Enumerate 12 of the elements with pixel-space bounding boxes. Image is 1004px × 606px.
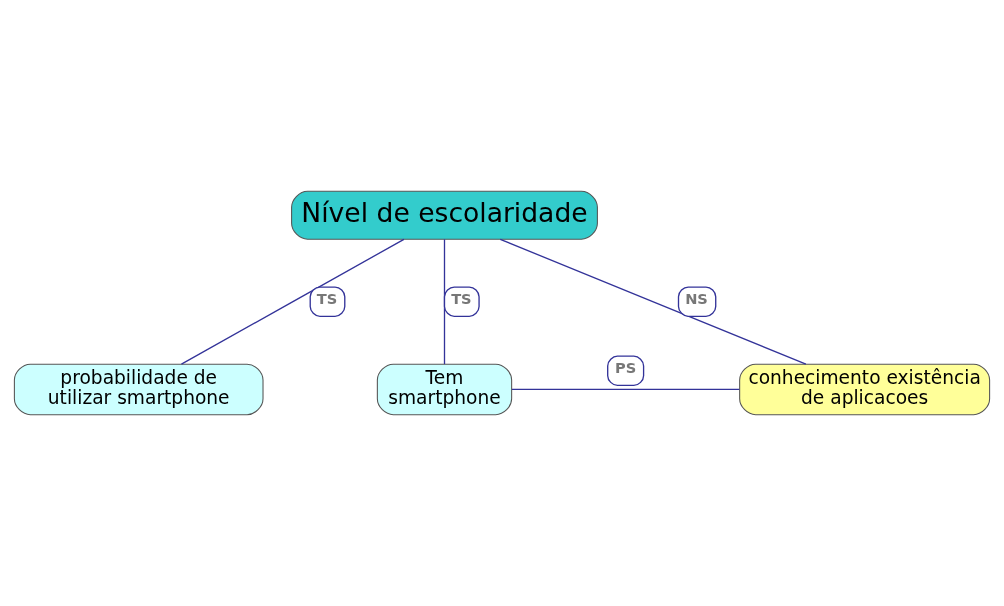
edge-label: TS <box>451 290 472 308</box>
node-box: probabilidade de utilizar smartphone <box>13 363 264 416</box>
connector <box>499 238 807 365</box>
node-box: Nível de escolaridade <box>291 190 598 240</box>
node-box: Tem smartphone <box>376 363 513 416</box>
edge-label: PS <box>615 359 637 377</box>
connector <box>180 238 405 365</box>
connector <box>511 388 740 391</box>
edge-label: TS <box>316 290 338 308</box>
edge-label: NS <box>685 290 708 308</box>
connector <box>443 238 446 365</box>
node-box: conhecimento existência de aplicacoes <box>739 363 991 416</box>
